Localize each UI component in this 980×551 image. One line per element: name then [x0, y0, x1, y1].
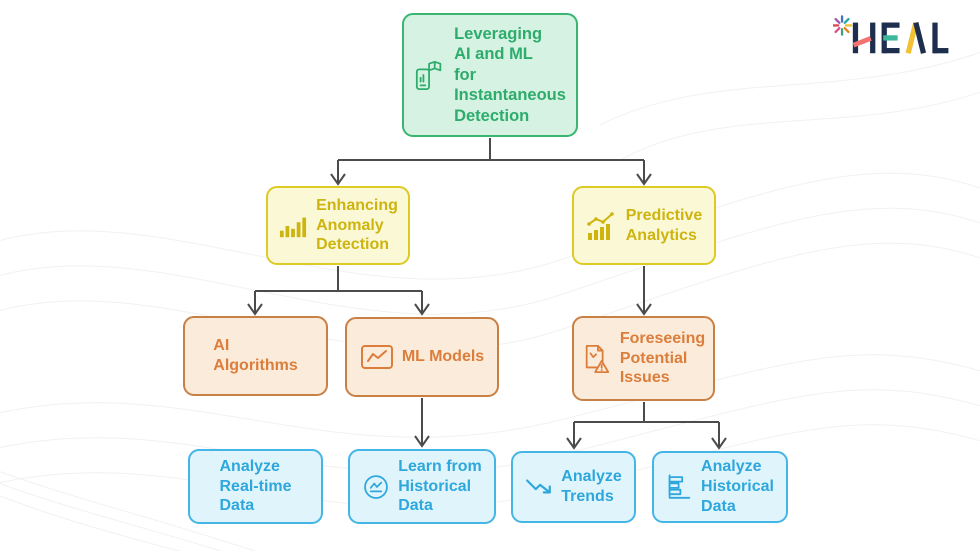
node-learn-from-historical-data-label: Learn from Historical Data: [398, 457, 482, 515]
node-analyze-trends-label: Analyze Trends: [561, 468, 622, 505]
node-ml-models-label: ML Models: [401, 348, 485, 366]
node-analyze-historical-data-label: Analyze Historical Data: [701, 458, 774, 515]
node-analyze-historical-data: Analyze Historical Data: [652, 451, 788, 523]
bar-chart-icon: [278, 212, 308, 240]
node-ai-algorithms-label: AI Algorithms: [213, 337, 298, 374]
trending-down-icon: [525, 473, 553, 501]
circle-chart-icon: [362, 473, 390, 501]
line-chart-icon: [360, 344, 394, 370]
node-analyze-trends: Analyze Trends: [511, 451, 636, 523]
node-predictive-analytics: Predictive Analytics: [572, 186, 716, 265]
node-ai-algorithms: AI Algorithms: [183, 316, 328, 396]
heal-logo: [831, 13, 968, 64]
report-warning-icon: [582, 343, 612, 375]
node-analyze-realtime-data: Analyze Real-time Data: [188, 449, 323, 524]
horizontal-bars-icon: [666, 473, 693, 501]
node-root-label: Leveraging AI and ML for Instantaneous D…: [454, 24, 566, 125]
multicolor-asterisk-icon: [831, 15, 853, 36]
node-enhancing-anomaly-detection-label: Enhancing Anomaly Detection: [316, 196, 398, 254]
heal-letters: [852, 21, 949, 54]
node-learn-from-historical-data: Learn from Historical Data: [348, 449, 496, 524]
node-foreseeing-potential-issues-label: Foreseeing Potential Issues: [619, 329, 706, 387]
node-root: Leveraging AI and ML for Instantaneous D…: [402, 13, 578, 137]
node-analyze-realtime-data-label: Analyze Real-time Data: [219, 457, 292, 515]
node-enhancing-anomaly-detection: Enhancing Anomaly Detection: [266, 186, 410, 265]
node-predictive-analytics-label: Predictive Analytics: [625, 206, 703, 244]
device-book-icon: [414, 58, 446, 92]
node-foreseeing-potential-issues: Foreseeing Potential Issues: [572, 316, 715, 401]
trend-chart-icon: [586, 210, 618, 242]
node-ml-models: ML Models: [345, 317, 499, 397]
